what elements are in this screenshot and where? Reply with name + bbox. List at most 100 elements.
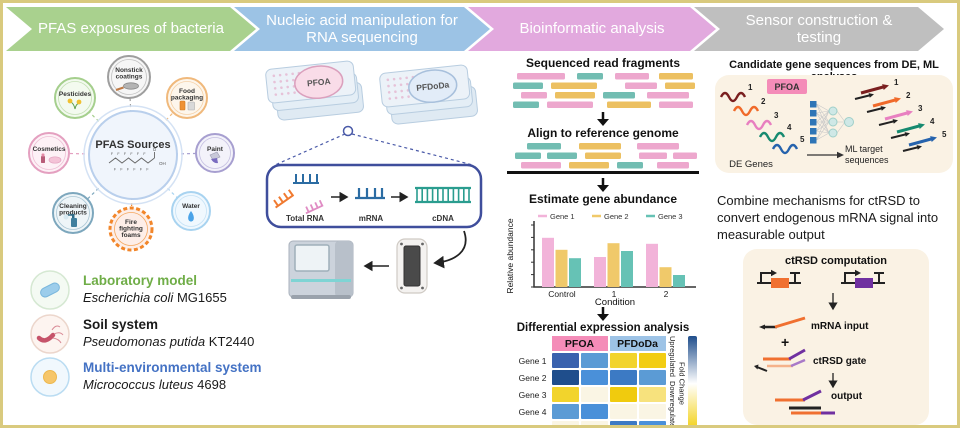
lipstick-icon (41, 153, 62, 164)
svg-text:Pesticides: Pesticides (59, 91, 92, 98)
p-putida-icon (30, 314, 70, 354)
combine-mechanisms-text: Combine mechanisms for ctRSD to convert … (717, 193, 939, 242)
svg-text:F: F (117, 152, 120, 156)
source-pesticides: Pesticides (54, 77, 96, 119)
svg-text:F: F (140, 168, 143, 172)
rnaseq-workflow: PFOA PFDoDa (265, 60, 483, 299)
svg-text:F: F (114, 168, 117, 172)
paint-bucket-icon (209, 151, 221, 164)
heatmap-cell (609, 370, 637, 386)
svg-text:3: 3 (774, 111, 779, 120)
step-label: Total RNA (286, 214, 324, 223)
organism-species: Micrococcus luteus 4698 (83, 377, 227, 393)
neural-network-icon (810, 101, 854, 144)
ml-target-label: ML target (845, 144, 883, 154)
svg-text:3: 3 (918, 104, 923, 113)
heatmap-cell (609, 353, 637, 369)
read-fragments-graphic (513, 73, 695, 109)
m-luteus-icon (30, 357, 70, 397)
svg-text:2: 2 (906, 91, 911, 100)
hub-label: PFAS Sources (95, 139, 170, 151)
svg-text:OH: OH (159, 161, 166, 166)
heatmap-cell (551, 353, 579, 369)
svg-text:Gene 3: Gene 3 (658, 212, 683, 221)
svg-text:Control: Control (548, 289, 576, 299)
organism-laboratory-model: Laboratory model Escherichia coli MG1655 (29, 269, 227, 311)
svg-text:Relative abundance: Relative abundance (505, 218, 515, 293)
cassette-2 (841, 269, 885, 288)
step3-title: Estimate gene abundance (528, 192, 678, 207)
organism-role: Soil system (83, 317, 159, 333)
output-label: output (831, 391, 863, 402)
heatmap-cell (609, 421, 637, 425)
pfoa-badge-label: PFOA (774, 82, 800, 92)
source-cosmetics: Cosmetics (28, 132, 70, 174)
svg-text:2: 2 (761, 97, 766, 106)
svg-text:2: 2 (664, 289, 669, 299)
microplate-pfdoda: PFDoDa (379, 64, 478, 125)
svg-text:F: F (137, 152, 140, 156)
organism-species: Pseudomonas putida KT2440 (83, 334, 255, 350)
down-arrow (597, 112, 609, 127)
heatmap-row-label: Gene 5 (510, 421, 550, 425)
total-rna-icon (273, 174, 324, 215)
heatmap-group-header: PFOA (551, 336, 608, 352)
step2-title: Align to reference genome (527, 126, 679, 141)
cdna-icon (415, 186, 471, 204)
svg-text:sequences: sequences (845, 155, 889, 165)
bioinformatics-column: Sequenced read fragments Align to refere… (500, 56, 706, 425)
heatmap-cell (580, 404, 608, 420)
plus-sign: + (781, 334, 789, 350)
svg-text:Condition: Condition (595, 297, 635, 307)
de-genes-label: DE Genes (729, 159, 773, 170)
svg-text:Gene 2: Gene 2 (604, 212, 629, 221)
heatmap-cell (638, 353, 666, 369)
mrna-icon (355, 188, 385, 200)
banner-label: PFAS exposures of bacteria (38, 20, 224, 38)
colorbar-gradient (687, 336, 697, 425)
well-zoom-circle (342, 125, 354, 137)
svg-text:F: F (130, 152, 133, 156)
heatmap-row-label: Gene 1 (518, 355, 547, 366)
banner-pfas-exposures: PFAS exposures of bacteria (6, 7, 256, 51)
heatmap-group-header: PFDoDa (609, 336, 666, 352)
colorbar-title: Fold Change (677, 362, 687, 406)
down-arrow (597, 306, 609, 321)
heatmap-cell (638, 370, 666, 386)
heatmap-cell (609, 387, 637, 403)
water-droplet-icon (188, 211, 194, 222)
svg-text:5: 5 (942, 130, 947, 139)
mrna-input-strand (759, 316, 806, 330)
heatmap-cell (551, 387, 579, 403)
microplate-pfoa: PFOA (265, 60, 364, 121)
plate-label-pfdoda: PFDoDa (416, 79, 450, 92)
rna-extraction-box: Total RNA mRNA cDNA (265, 163, 483, 229)
svg-text:F: F (143, 152, 146, 156)
heatmap-cell (580, 353, 608, 369)
heatmap-cell (638, 404, 666, 420)
aligned-reads-graphic (507, 143, 699, 175)
organism-species: Escherichia coli MG1655 (83, 290, 227, 306)
food-package-icon (179, 100, 195, 111)
heatmap-cell (609, 404, 637, 420)
ctrsd-gate-strand (754, 348, 806, 372)
output-strand (775, 389, 835, 415)
organism-soil-system: Soil system Pseudomonas putida KT2440 (29, 313, 254, 355)
heatmap-row-label: Gene 3 (518, 389, 547, 400)
heatmap-cell (580, 421, 608, 425)
ctrsd-title: ctRSD computation (784, 255, 888, 267)
svg-text:4: 4 (787, 123, 792, 132)
banner-label: Nucleic acid manipulation for RNA sequen… (266, 11, 458, 46)
